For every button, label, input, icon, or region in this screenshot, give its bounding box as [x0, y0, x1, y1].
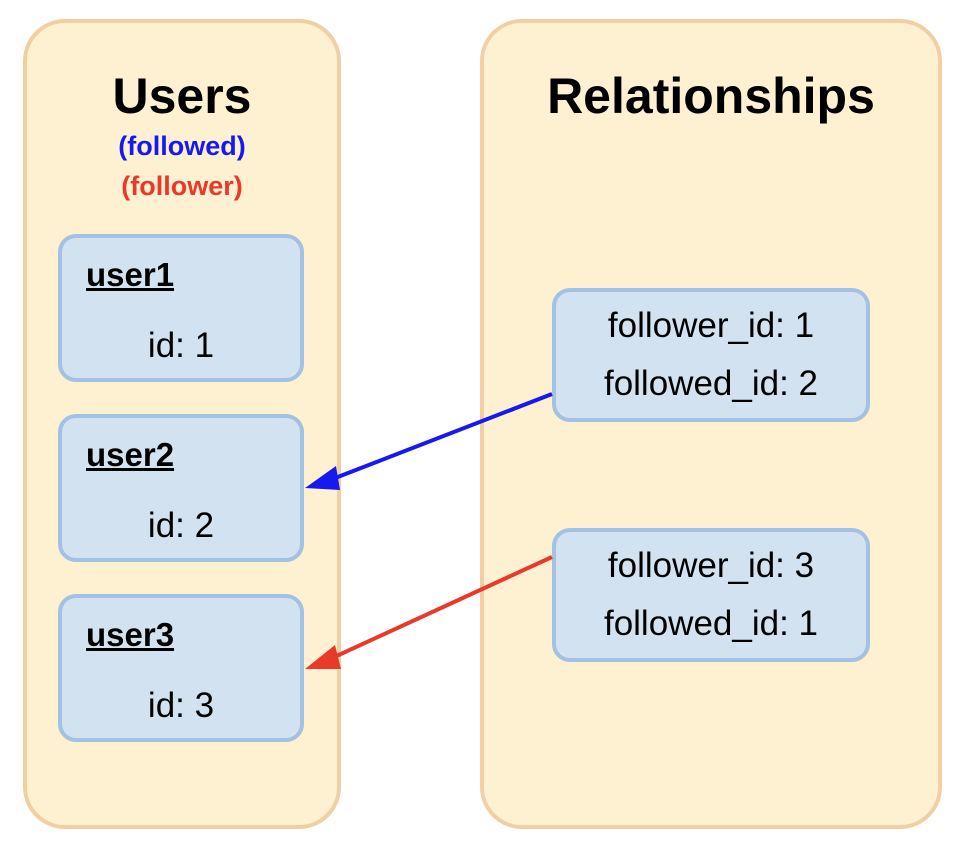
- relationship-box-1: follower_id: 1 followed_id: 2: [552, 288, 870, 422]
- user-name: user3: [86, 616, 175, 653]
- followed-id: followed_id: 2: [603, 364, 819, 403]
- user-name: user1: [86, 256, 175, 293]
- relationships-panel: Relationships: [480, 19, 942, 829]
- user-box-user1: user1 id: 1: [58, 234, 304, 382]
- follower-id: follower_id: 1: [607, 306, 815, 345]
- users-title: Users: [112, 68, 252, 124]
- user-box-user2: user2 id: 2: [58, 414, 304, 562]
- follower-legend: (follower): [121, 171, 243, 201]
- user-box-user3: user3 id: 3: [58, 594, 304, 742]
- user-name: user2: [86, 436, 175, 473]
- relationships-title: Relationships: [547, 68, 875, 124]
- user-id: id: 2: [147, 506, 215, 545]
- relationship-box-2: follower_id: 3 followed_id: 1: [552, 528, 870, 662]
- followed-id: followed_id: 1: [603, 604, 819, 643]
- user-id: id: 1: [147, 326, 215, 365]
- follower-id: follower_id: 3: [607, 546, 815, 585]
- followed-legend: (followed): [118, 131, 246, 161]
- user-id: id: 3: [147, 686, 215, 725]
